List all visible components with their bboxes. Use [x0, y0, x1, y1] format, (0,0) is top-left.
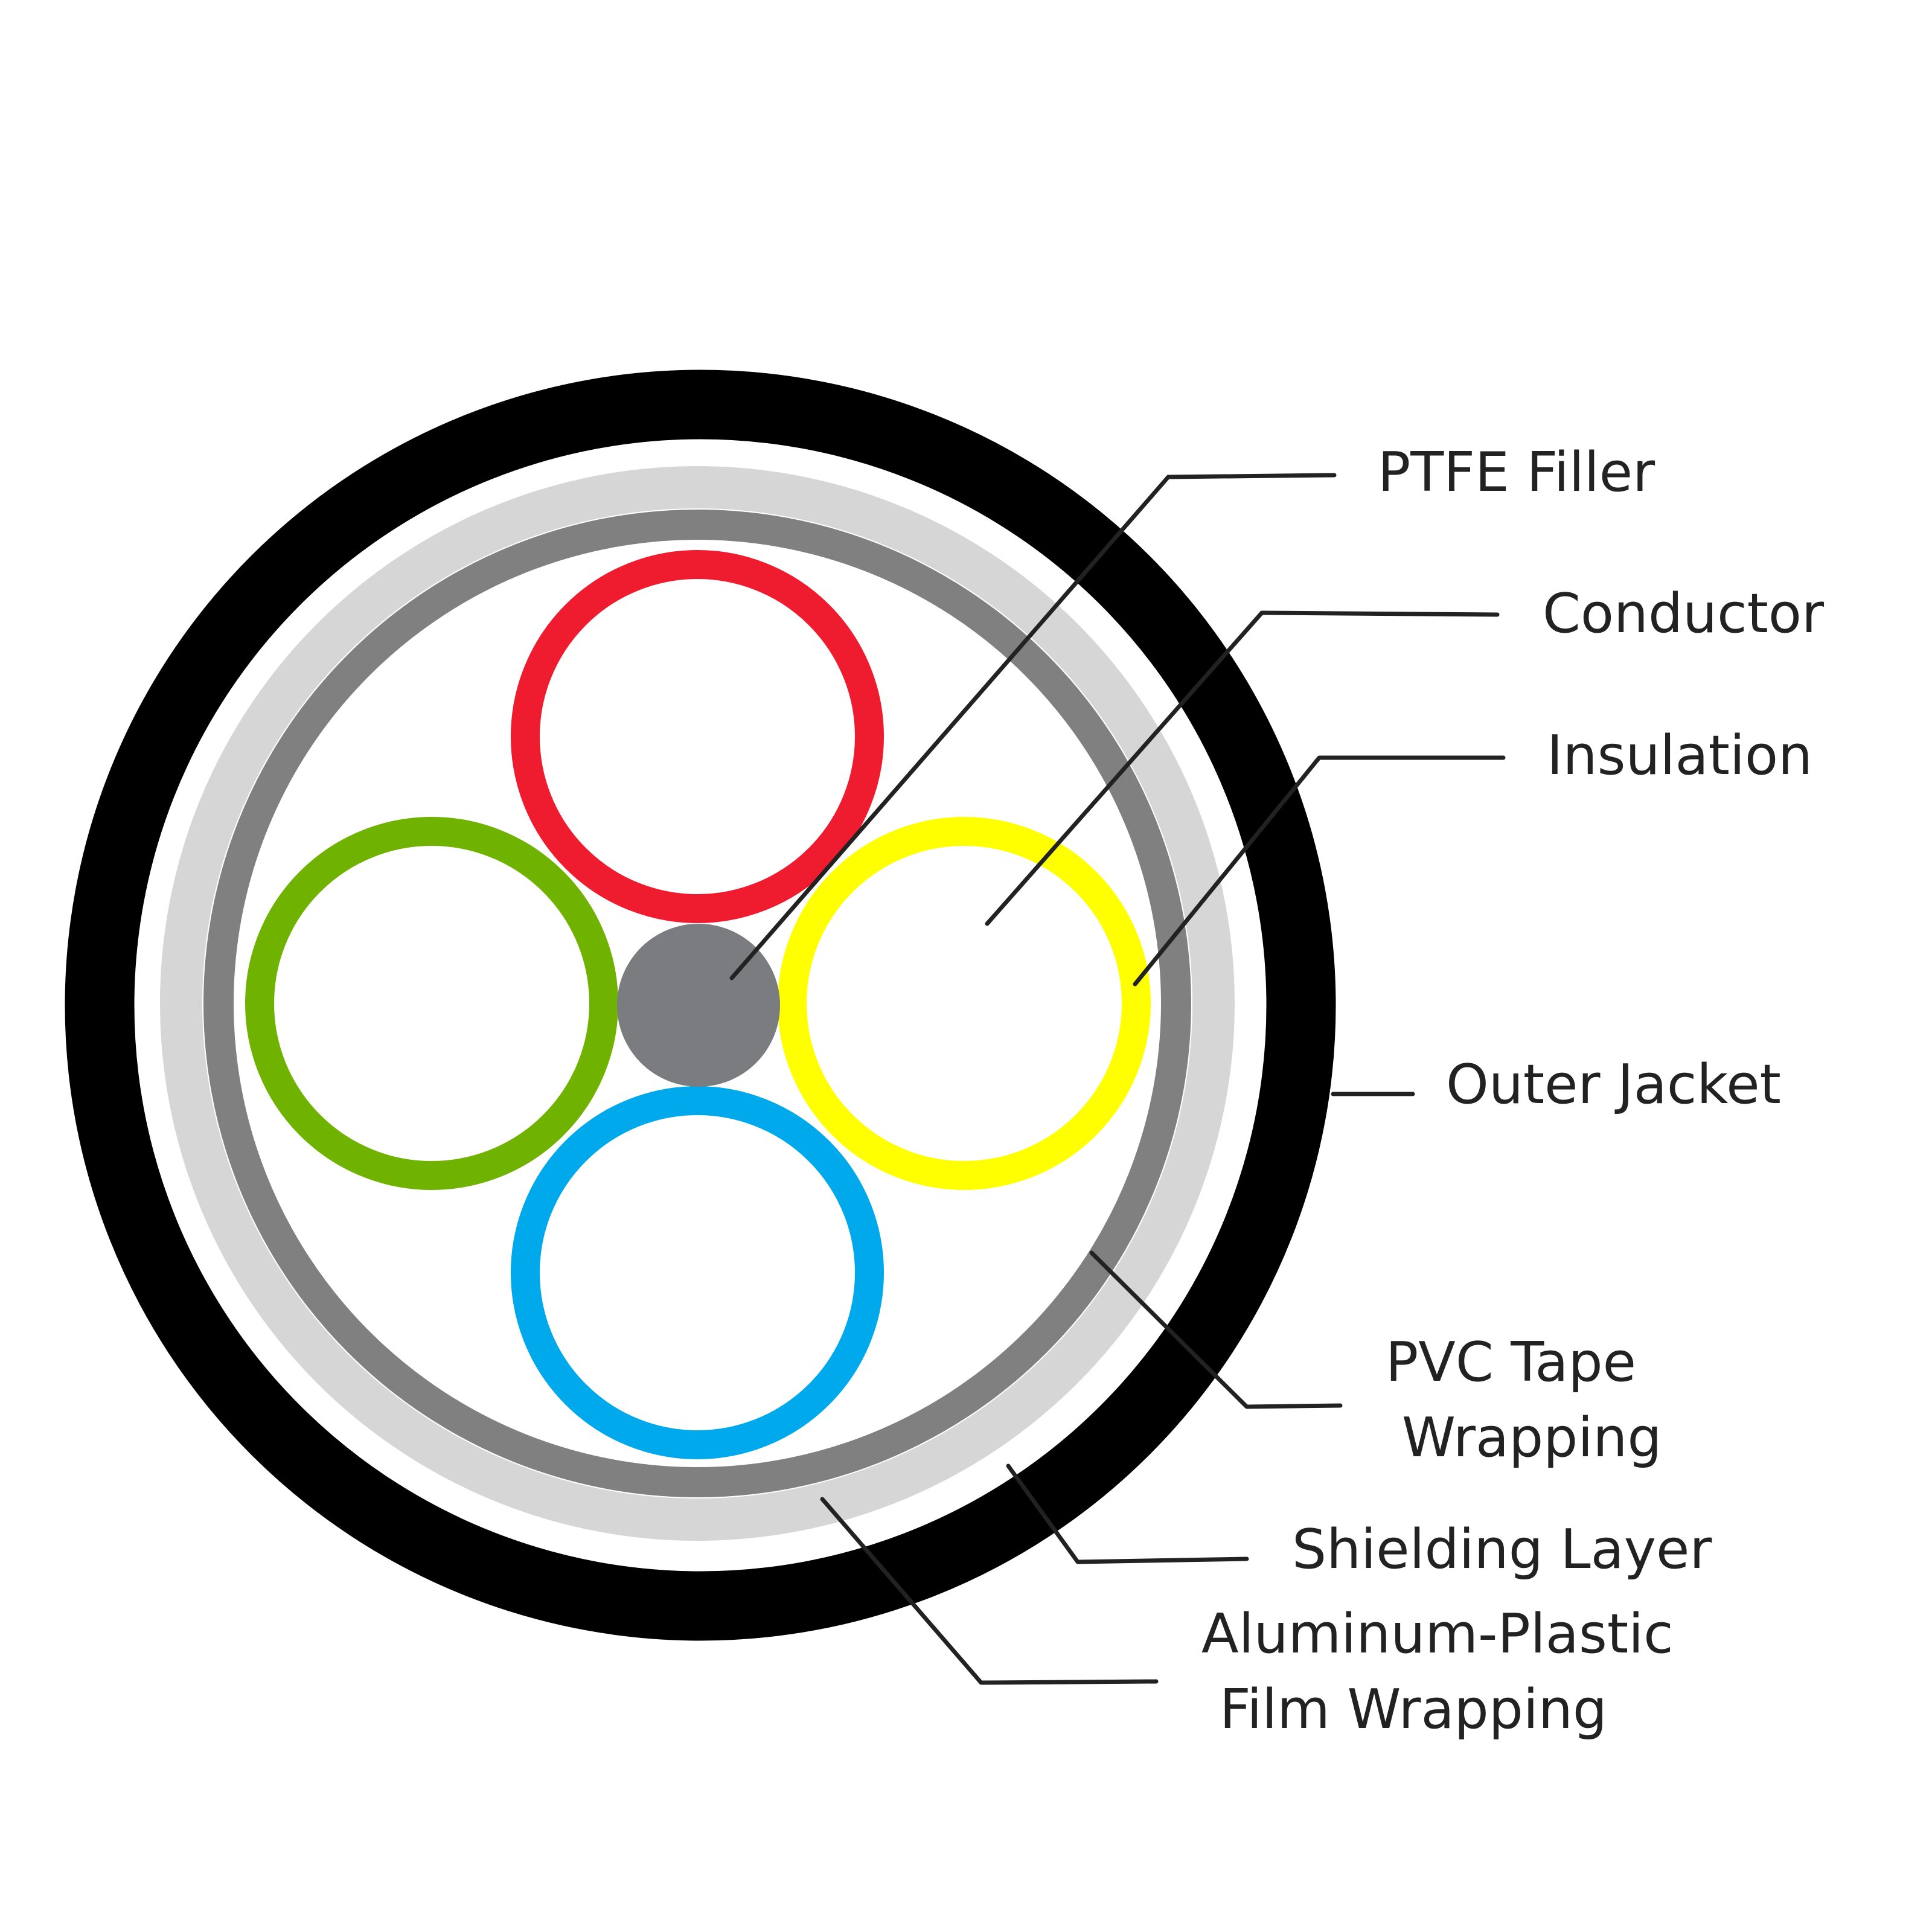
insulation-yellow-conductor — [778, 817, 1151, 1190]
conductor-label: Conductor — [1543, 582, 1824, 645]
ptfe-filler-core — [617, 924, 780, 1087]
outer-jacket-ring — [65, 369, 1336, 1641]
aluminum-plastic-leader-line — [820, 1497, 1159, 1685]
pvc-tape-label-line2: Wrapping — [1402, 1406, 1662, 1470]
ptfe-filler-label: PTFE Filler — [1378, 441, 1655, 504]
insulation-label: Insulation — [1547, 724, 1812, 787]
conductor-leader-line — [985, 610, 1500, 926]
pvc-tape-label-line1: PVC Tape — [1386, 1331, 1636, 1394]
insulation-red-conductor — [511, 550, 884, 923]
ptfe-filler-leader-line — [729, 473, 1337, 980]
shielding-layer-leader-line — [1006, 1463, 1249, 1564]
outer-jacket-label: Outer Jacket — [1446, 1053, 1781, 1116]
pvc-tape-leader-line — [1089, 1250, 1343, 1409]
insulation-green-conductor — [245, 817, 618, 1190]
shielding-layer-label: Shielding Layer — [1292, 1518, 1712, 1581]
pvc-tape-ring — [203, 510, 1191, 1497]
insulation-blue-conductor — [511, 1086, 884, 1459]
aluminum-plastic-film-ring — [160, 466, 1235, 1541]
aluminum-plastic-label-line1: Aluminum-Plastic — [1201, 1602, 1674, 1666]
insulation-leader-line — [1133, 755, 1506, 987]
aluminum-plastic-label-line2: Film Wrapping — [1220, 1678, 1607, 1741]
